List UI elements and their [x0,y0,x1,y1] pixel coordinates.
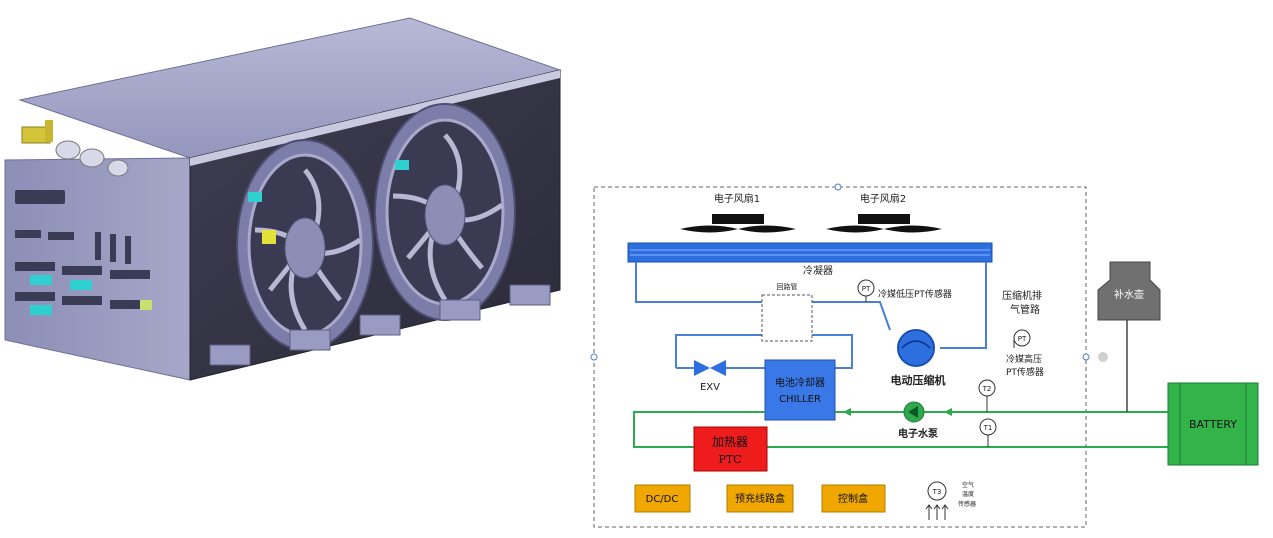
compressor: 电动压缩机 [891,329,946,387]
condenser: 冷凝器 [627,242,993,277]
high-sensor-label-2: PT传感器 [1006,366,1044,378]
heater-label-2: PTC [718,453,741,466]
fan-2-render [374,103,516,321]
air-sensor-label-1: 空气 [962,481,974,489]
t3-label: T3 [932,488,942,496]
exhaust-label-2: 气管路 [1010,303,1040,316]
side-cyan-parts [30,275,92,315]
pipe-fittings [21,120,152,310]
refrigerant-lines [635,262,987,369]
chiller-label-1: 电池冷却器 [775,376,825,389]
fan-2-blades [826,225,942,233]
temp-sensor-t2: T2 [978,379,996,412]
high-sensor-label-1: 冷媒高压 [1006,353,1042,365]
ptc-heater: 加热器 PTC [693,426,768,472]
dcdc-box: DC/DC [634,484,691,513]
mounting-feet [209,284,551,366]
bypass-label: 回路管 [777,282,798,291]
precharge-label: 预充线路盒 [735,492,785,505]
fill-tank: 补水壶 [1097,261,1161,412]
compressor-label: 电动压缩机 [891,373,946,387]
dcdc-label: DC/DC [646,494,679,505]
fan-2: 电子风扇2 [826,192,942,233]
fan-1-blades [680,225,796,233]
exv-valve: EXV [694,360,726,393]
temp-sensor-t3: T3 空气 温度 传感器 [925,481,976,520]
water-pump: 电子水泵 [898,401,939,440]
flow-arrow [843,408,851,416]
side-vent-slots [15,190,150,309]
fan-1-motor [712,214,764,224]
thermal-unit-render [4,17,562,381]
low-sensor-label: 冷媒低压PT传感器 [878,288,952,300]
tank-label: 补水壶 [1114,288,1144,301]
fan-1-label: 电子风扇1 [714,192,760,205]
high-pressure-sensor: PT 冷媒高压 PT传感器 [1006,329,1044,378]
low-pressure-sensor: PT 冷媒低压PT传感器 [857,279,952,302]
air-sensor-label-3: 传感器 [958,500,976,508]
low-sensor-pt: PT [862,285,871,293]
play-icon [1098,352,1108,362]
fan-1: 电子风扇1 [680,192,796,233]
fan-2-motor [858,214,910,224]
flow-arrow-2 [944,408,952,416]
unit-top-flange [190,70,560,166]
t2-label: T2 [982,385,992,393]
coolant-lines [633,411,1168,448]
battery-pack: BATTERY [1167,382,1259,466]
control-box: 控制盒 [821,484,886,513]
fan-1-render [236,139,374,351]
chiller: 电池冷却器 CHILLER [764,359,836,421]
air-sensor-label-2: 温度 [962,490,974,498]
exhaust-label-1: 压缩机排 [1002,289,1042,302]
pump-label: 电子水泵 [898,427,939,440]
bypass-box [761,294,813,342]
condenser-label: 冷凝器 [803,264,833,277]
thermal-system-diagram: 电子风扇1 电子风扇2 冷凝器 回路管 [590,183,1259,528]
chiller-label-2: CHILLER [779,394,821,405]
precharge-box: 预充线路盒 [726,484,794,513]
heater-label-1: 加热器 [712,435,748,449]
high-sensor-pt: PT [1018,335,1027,343]
t1-label: T1 [983,424,993,432]
exv-label: EXV [700,382,720,393]
fan-2-label: 电子风扇2 [860,192,906,205]
control-label: 控制盒 [838,492,868,505]
temp-sensor-t1: T1 [979,418,997,447]
battery-label: BATTERY [1189,418,1237,431]
